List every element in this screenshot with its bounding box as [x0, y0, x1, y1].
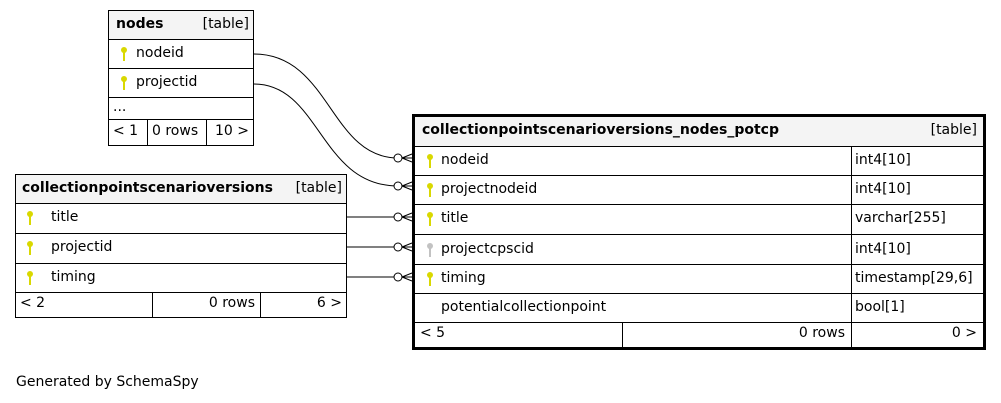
column-row[interactable]: timing timestamp[29,6] — [415, 265, 983, 294]
table-collectionpointscenarioversions-nodes-potcp[interactable]: collectionpointscenarioversions_nodes_po… — [412, 114, 986, 350]
key-icon — [121, 76, 127, 90]
column-row[interactable]: projectid — [109, 69, 253, 98]
column-type: int4[10] — [855, 241, 911, 257]
relationship-line — [253, 53, 399, 159]
table-header: collectionpointscenarioversions [table] — [16, 175, 346, 204]
divider — [851, 147, 852, 175]
column-row[interactable]: projectid — [16, 234, 346, 264]
table-title: collectionpointscenarioversions — [22, 180, 273, 196]
table-nodes[interactable]: nodes [table] nodeid projectid ... < 1 0… — [108, 10, 254, 146]
table-title: nodes — [116, 16, 164, 32]
divider — [851, 265, 852, 293]
more-columns-row: ... — [109, 98, 253, 120]
table-footer: < 5 0 rows 0 > — [415, 323, 983, 347]
foreign-key-icon — [427, 243, 433, 257]
row-count: 0 rows — [798, 325, 845, 341]
column-row[interactable]: title — [16, 204, 346, 234]
crowfoot-icon — [401, 153, 413, 163]
crowfoot-icon — [401, 242, 413, 252]
table-footer: < 2 0 rows 6 > — [16, 293, 346, 317]
key-icon — [27, 211, 33, 225]
children-count[interactable]: 10 > — [215, 123, 249, 139]
column-type: varchar[255] — [855, 210, 946, 226]
column-name: projectcpscid — [441, 241, 534, 257]
divider — [851, 176, 852, 204]
children-count[interactable]: 6 > — [316, 295, 342, 311]
divider — [152, 293, 153, 317]
crowfoot-icon — [401, 181, 413, 191]
children-count[interactable]: 0 > — [951, 325, 977, 341]
column-row[interactable]: nodeid — [109, 40, 253, 69]
table-header: collectionpointscenarioversions_nodes_po… — [415, 117, 983, 147]
column-name: title — [441, 210, 469, 226]
parents-count[interactable]: < 5 — [420, 325, 446, 341]
more-columns: ... — [113, 99, 127, 115]
column-name: projectid — [51, 239, 113, 255]
key-icon — [427, 154, 433, 168]
column-row[interactable]: projectnodeid int4[10] — [415, 176, 983, 205]
column-type: bool[1] — [855, 299, 905, 315]
relationship-end-circle — [393, 212, 403, 222]
column-type: int4[10] — [855, 181, 911, 197]
key-icon — [27, 241, 33, 255]
divider — [851, 294, 852, 322]
column-name: nodeid — [441, 152, 489, 168]
divider — [851, 235, 852, 264]
column-row[interactable]: projectcpscid int4[10] — [415, 235, 983, 265]
column-name: timing — [441, 270, 486, 286]
divider — [206, 120, 207, 145]
relationship-end-circle — [393, 242, 403, 252]
column-name: projectnodeid — [441, 181, 538, 197]
key-icon — [27, 271, 33, 285]
column-type: timestamp[29,6] — [855, 270, 973, 286]
divider — [622, 323, 623, 347]
parents-count[interactable]: < 2 — [20, 295, 46, 311]
generated-by-text: Generated by SchemaSpy — [16, 374, 199, 390]
relationship-end-circle — [393, 153, 403, 163]
column-row[interactable]: potentialcollectionpoint bool[1] — [415, 294, 983, 323]
table-tag: [table] — [202, 16, 249, 32]
divider — [260, 293, 261, 317]
table-tag: [table] — [930, 122, 977, 138]
key-icon — [121, 47, 127, 61]
column-name: potentialcollectionpoint — [441, 299, 607, 315]
table-title: collectionpointscenarioversions_nodes_po… — [422, 122, 780, 138]
column-row[interactable]: nodeid int4[10] — [415, 147, 983, 176]
column-name: timing — [51, 269, 96, 285]
table-tag: [table] — [295, 180, 342, 196]
relationship-end-circle — [393, 272, 403, 282]
key-icon — [427, 272, 433, 286]
key-icon — [427, 183, 433, 197]
table-header: nodes [table] — [109, 11, 253, 40]
row-count: 0 rows — [152, 123, 199, 139]
crowfoot-icon — [401, 272, 413, 282]
column-row[interactable]: title varchar[255] — [415, 205, 983, 235]
column-name: title — [51, 209, 79, 225]
column-type: int4[10] — [855, 152, 911, 168]
table-footer: < 1 0 rows 10 > — [109, 120, 253, 145]
parents-count[interactable]: < 1 — [113, 123, 139, 139]
table-collectionpointscenarioversions[interactable]: collectionpointscenarioversions [table] … — [15, 174, 347, 318]
column-name: projectid — [136, 74, 198, 90]
column-row[interactable]: timing — [16, 264, 346, 293]
divider — [851, 323, 852, 347]
column-name: nodeid — [136, 45, 184, 61]
key-icon — [427, 212, 433, 226]
crowfoot-icon — [401, 212, 413, 222]
relationship-end-circle — [393, 181, 403, 191]
relationship-line — [253, 83, 399, 187]
divider — [851, 205, 852, 234]
row-count: 0 rows — [208, 295, 255, 311]
divider — [147, 120, 148, 145]
